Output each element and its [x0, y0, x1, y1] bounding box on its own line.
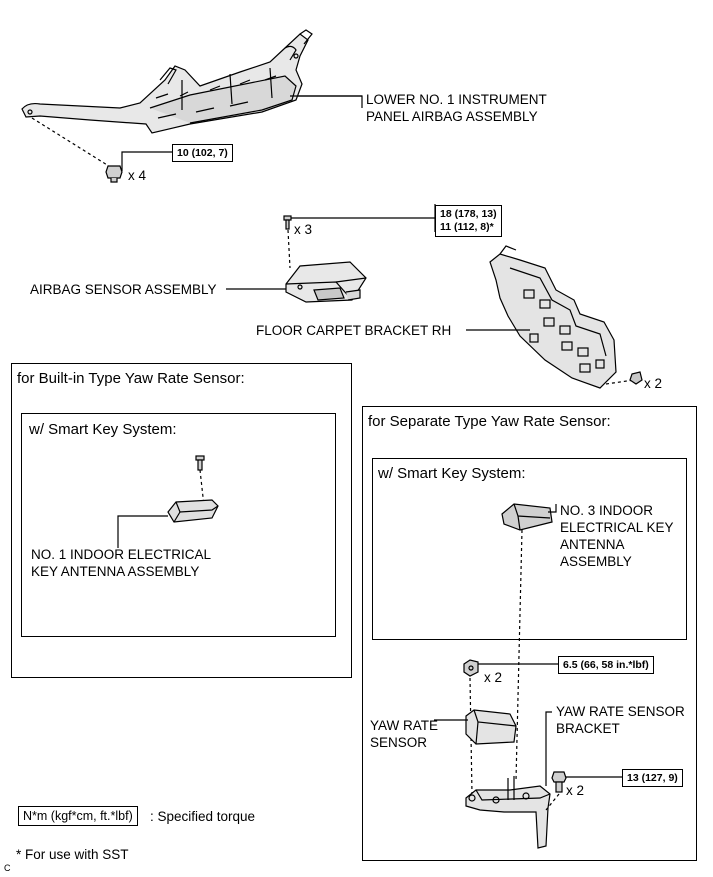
no1-antenna-label-line2: KEY ANTENNA ASSEMBLY [31, 564, 200, 579]
sensor-bolt-qty: x 3 [294, 222, 313, 237]
separate-smart-key-title: w/ Smart Key System: [378, 465, 526, 482]
yaw-bracket-drawing [465, 776, 551, 849]
no3-antenna-drawing [501, 503, 553, 531]
airbag-bolt-qty: x 4 [128, 168, 147, 183]
yaw-bolt-torque: 13 (127, 9) [622, 769, 683, 787]
separate-type-box [362, 406, 697, 861]
corner-mark: C [4, 863, 11, 873]
bracket-clip [629, 371, 643, 385]
yaw-bracket-label-line1: YAW RATE SENSOR [556, 704, 685, 719]
yaw-nut [463, 659, 479, 677]
builtin-smart-key-box [21, 413, 336, 637]
no1-antenna-drawing [167, 499, 219, 523]
yaw-sensor-label-line1: YAW RATE [370, 718, 439, 733]
airbag-sensor-drawing [285, 261, 367, 303]
yaw-nut-qty: x 2 [484, 670, 503, 685]
bracket-clip-qty: x 2 [644, 376, 663, 391]
sensor-torque-line2: 11 (112, 8)* [440, 221, 494, 233]
floor-bracket-label: FLOOR CARPET BRACKET RH [256, 323, 452, 338]
no3-antenna-label-line1: NO. 3 INDOOR [560, 503, 654, 518]
no3-antenna-label-line2: ELECTRICAL KEY [560, 520, 674, 535]
lower-airbag-label-line2: PANEL AIRBAG ASSEMBLY [366, 109, 538, 124]
yaw-bolt [551, 771, 567, 793]
torque-unit-description: : Specified torque [150, 809, 256, 824]
airbag-sensor-label: AIRBAG SENSOR ASSEMBLY [30, 282, 217, 297]
sst-note: * For use with SST [16, 847, 129, 862]
floor-bracket-drawing [489, 245, 617, 389]
yaw-nut-torque: 6.5 (66, 58 in.*lbf) [558, 656, 654, 674]
separate-type-title: for Separate Type Yaw Rate Sensor: [368, 413, 611, 430]
no3-antenna-label-line3: ANTENNA [560, 537, 625, 552]
yaw-sensor-label-line2: SENSOR [370, 735, 428, 750]
sensor-bolt [283, 215, 292, 230]
lower-airbag-label-line1: LOWER NO. 1 INSTRUMENT [366, 92, 547, 107]
airbag-torque: 10 (102, 7) [172, 144, 233, 162]
airbag-bolt [105, 165, 123, 183]
separate-smart-key-box [372, 458, 687, 640]
sensor-torque: 18 (178, 13) 11 (112, 8)* [435, 205, 502, 237]
builtin-type-box [11, 363, 352, 678]
no1-antenna-label-line1: NO. 1 INDOOR ELECTRICAL [31, 547, 212, 562]
builtin-smart-key-title: w/ Smart Key System: [29, 421, 177, 438]
yaw-bolt-qty: x 2 [566, 783, 585, 798]
no3-antenna-label-line4: ASSEMBLY [560, 554, 632, 569]
yaw-bracket-label-line2: BRACKET [556, 721, 620, 736]
torque-unit-legend: N*m (kgf*cm, ft.*lbf) [18, 806, 138, 826]
sensor-torque-line1: 18 (178, 13) [440, 208, 497, 220]
lower-airbag-assembly-drawing [21, 29, 313, 134]
builtin-type-title: for Built-in Type Yaw Rate Sensor: [17, 370, 245, 387]
yaw-sensor-drawing [465, 709, 517, 745]
